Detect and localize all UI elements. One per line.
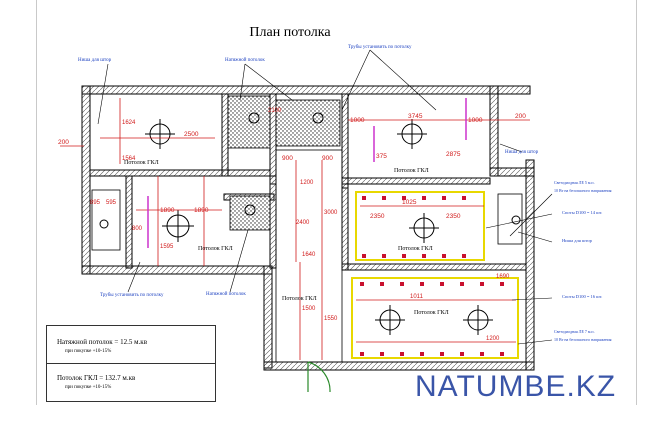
room-label-gkl-3: Потолок ГКЛ	[198, 246, 233, 252]
legend-divider	[47, 363, 215, 364]
leader-lines	[97, 49, 553, 345]
dim-2500: 2500	[184, 131, 199, 138]
dim-1011: 1011	[410, 294, 424, 300]
entrance-door	[307, 361, 331, 393]
dimension-lines	[60, 98, 530, 360]
label-spots-1: Споты D100 = 14 шт.	[562, 210, 602, 215]
dim-1890b: 1890	[194, 207, 209, 214]
dim-1200: 1200	[300, 180, 314, 186]
bath-fixture	[91, 189, 121, 251]
lamp-icon	[99, 112, 521, 335]
frame-right-line	[636, 0, 637, 405]
dim-3745: 3745	[408, 113, 423, 120]
dim-200-left: 200	[58, 139, 69, 146]
room-label-gkl-1: Потолок ГКЛ	[124, 160, 159, 166]
watermark: NATUMBE.KZ	[415, 370, 617, 403]
room-label-gkl-2: Потолок ГКЛ	[394, 168, 429, 174]
plan-title: План потолка	[249, 25, 331, 40]
dim-3000: 3000	[324, 210, 338, 216]
dim-1200b: 1200	[486, 336, 500, 342]
label-stretch-ceiling-top: Натяжной потолок	[225, 58, 265, 63]
dim-1000b: 1000	[468, 117, 483, 124]
label-spots-2: Споты D100 = 16 шт.	[562, 294, 602, 299]
led-contour-room-right	[355, 191, 485, 261]
dim-2350b: 2350	[446, 213, 461, 220]
stretch-ceiling-area-top-2	[275, 99, 341, 147]
stretch-ceiling-area-top	[227, 95, 271, 149]
dim-1624: 1624	[122, 120, 136, 126]
dim-1595: 1595	[160, 244, 174, 250]
label-led-strip-2: Светодиодная ЛЕ 7 м.п.	[554, 329, 595, 334]
frame-left-line	[36, 0, 37, 405]
led-contour-room-bottom	[351, 277, 519, 359]
label-niche-curtain-mid: Ниша для штор	[562, 238, 593, 243]
dim-1640: 1640	[302, 252, 316, 258]
dim-1500: 1500	[302, 306, 316, 312]
dim-1890a: 1890	[160, 207, 175, 214]
dim-375: 375	[376, 153, 387, 160]
dim-1550: 1550	[324, 316, 338, 322]
label-niche-curtain-right: Ниша для штор	[505, 150, 539, 155]
spot-light-icon	[360, 196, 504, 356]
legend-gkl: Потолок ГКЛ = 132.7 м.кв	[57, 374, 136, 382]
label-led-strip-1b: 10 Вт на безопасного напряжения	[554, 188, 612, 193]
bath-fixture-2	[497, 193, 523, 245]
legend-box: Натяжной потолок = 12.5 м.кв при покупке…	[46, 325, 216, 402]
dim-595: 595	[106, 200, 117, 206]
label-pipes-top: Трубы установить по потолку	[348, 45, 412, 50]
label-led-strip-2b: 10 Вт на безопасного напряжения	[554, 337, 612, 342]
dim-895: 895	[90, 200, 101, 206]
dim-2350a: 2350	[370, 213, 385, 220]
label-stretch-ceiling-bottom: Натяжной потолок	[206, 292, 246, 297]
legend-stretch: Натяжной потолок = 12.5 м.кв	[57, 338, 148, 346]
room-label-gkl-4: Потолок ГКЛ	[398, 246, 433, 252]
dim-800: 800	[132, 226, 143, 232]
dim-900b: 900	[322, 155, 333, 162]
room-label-gkl-6: Потолок ГКЛ	[414, 310, 449, 316]
dim-1000a: 1000	[350, 117, 365, 124]
dim-1690: 1690	[496, 274, 510, 280]
label-pipes-bottom: Трубы установить по потолку	[100, 293, 164, 298]
label-niche-curtain-top-left: Ниша для штор	[78, 58, 112, 63]
legend-gkl-note: при покупке +10-15%	[65, 385, 112, 390]
dim-2100: 2100	[268, 108, 282, 114]
dim-900a: 900	[282, 155, 293, 162]
label-led-strip-1: Светодиодная ЛЕ 5 м.п.	[554, 180, 595, 185]
dim-1564: 1564	[122, 156, 136, 162]
dim-200-right: 200	[515, 113, 526, 120]
room-label-gkl-5: Потолок ГКЛ	[282, 296, 317, 302]
dim-2875: 2875	[446, 151, 461, 158]
dim-1025: 1025	[402, 199, 417, 206]
dim-2400: 2400	[296, 220, 310, 226]
stretch-ceiling-area-bottom	[229, 195, 271, 231]
legend-stretch-note: при покупке +10-15%	[65, 349, 112, 354]
